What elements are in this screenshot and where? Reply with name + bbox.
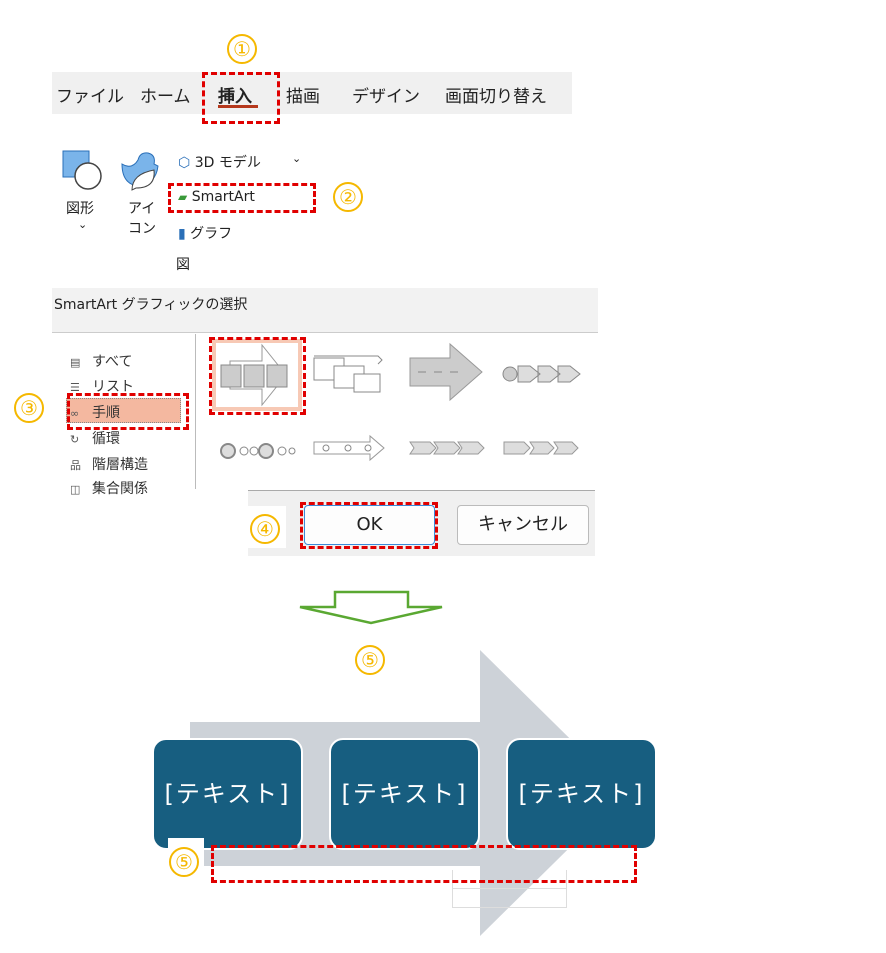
group-label: 図 [176,257,190,273]
category-relationship[interactable]: ◫ 集合関係 [70,478,148,498]
tab-insert[interactable]: 挿入 [218,87,252,107]
chevron-down-icon[interactable]: ⌄ [292,152,302,165]
smartart-text-box[interactable]: [テキスト] [152,738,303,850]
list-icon: ☰ [70,381,80,394]
category-cycle[interactable]: ↻ 循環 [70,428,120,448]
relationship-icon: ◫ [70,483,81,496]
icons-label-1: アイ [128,201,156,217]
3d-model-button[interactable]: ⬡ 3D モデル [178,152,261,172]
3d-model-label: 3D モデル [194,155,261,171]
smartart-text-box[interactable]: [テキスト] [329,738,480,850]
down-arrow-icon [299,590,443,625]
tab-draw[interactable]: 描画 [286,87,320,107]
layout-circles-process[interactable] [216,433,296,469]
highlight-ok [300,502,438,549]
category-all[interactable]: ▤ すべて [70,351,132,371]
shapes-label: 図形 [66,201,94,217]
step-marker-2: ② [333,182,363,212]
divider [195,334,196,489]
layout-staggered-process[interactable] [312,350,392,395]
layout-basic-chevron-process-selected[interactable] [212,339,302,411]
tab-home[interactable]: ホーム [140,87,191,107]
smartart-button[interactable]: ▰ SmartArt [178,189,255,205]
layout-basic-chevron[interactable] [502,438,580,458]
category-label: 集合関係 [92,481,148,497]
hierarchy-icon: 品 [70,459,81,472]
layout-timeline-arrow[interactable] [312,428,388,470]
ribbon-tab-bar: ファイル ホーム 挿入 描画 デザイン 画面切り替え [52,72,572,114]
icons-label-2: コン [128,221,156,237]
tab-transitions[interactable]: 画面切り替え [445,87,547,107]
category-label: リスト [92,379,134,395]
cycle-icon: ↻ [70,433,80,446]
highlight-smartart [168,183,316,213]
category-label: 階層構造 [92,457,148,473]
ok-button[interactable]: OK [304,505,435,545]
step-marker-5b: ⑤ [169,847,199,877]
category-selected-bg [66,398,181,423]
chart-label: グラフ [190,226,233,242]
shapes-button[interactable]: 図形 ⌄ [62,150,104,231]
step-marker-5: ⑤ [355,645,385,675]
smartart-label: SmartArt [191,189,255,205]
cube-icon: ⬡ [178,155,191,171]
step-marker-4: ④ [250,514,280,544]
layout-big-arrow[interactable] [408,342,484,404]
process-icon: ∞ [70,407,80,420]
smartart-text-box[interactable]: [テキスト] [506,738,657,850]
highlight-smartart-area [211,845,637,883]
layout-thumbnail [220,343,288,407]
dialog-title: SmartArt グラフィックの選択 [52,288,598,333]
chart-button[interactable]: ▮ グラフ [178,223,232,243]
highlight-process [67,393,189,430]
text-pane-lines [452,870,567,908]
category-label: 循環 [92,431,120,447]
highlight-layout [209,337,306,415]
smartart-icon: ▰ [178,190,188,204]
category-label: 手順 [92,405,120,421]
category-hierarchy[interactable]: 品階層構造 [70,454,148,474]
category-label: すべて [92,354,133,370]
highlight-insert-tab [202,72,280,124]
tab-file[interactable]: ファイル [56,87,124,107]
icons-button[interactable]: アイ コン [118,150,160,237]
chevron-down-icon: ⌄ [78,218,88,231]
chart-icon: ▮ [178,226,186,242]
layout-chevron-list[interactable] [408,438,486,458]
icons-icon [121,152,159,191]
shapes-icon [62,150,102,190]
category-process[interactable]: ∞ 手順 [70,402,120,422]
layout-circle-arrows[interactable] [500,360,584,388]
step-marker-3: ③ [14,393,44,423]
tab-design[interactable]: デザイン [352,87,420,107]
cancel-button[interactable]: キャンセル [457,505,589,545]
all-icon: ▤ [70,356,81,369]
active-tab-underline [218,105,258,108]
step-marker-1: ① [227,34,257,64]
category-list[interactable]: ☰ リスト [70,376,134,396]
